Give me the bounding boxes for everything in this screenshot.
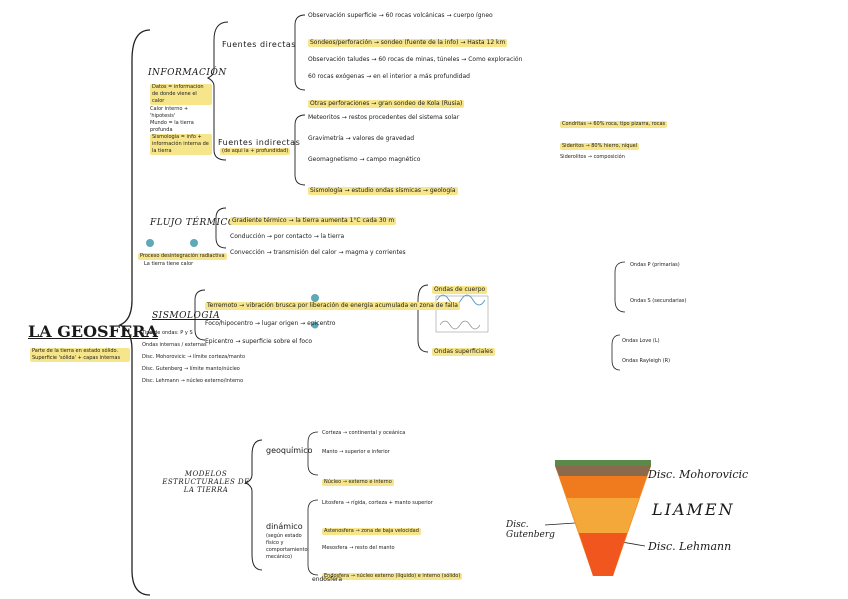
fuentes-directas-label: Fuentes directas	[222, 40, 296, 49]
geo-item: Manto → superior e inferior	[322, 449, 390, 455]
flujo-item: Gradiente térmico → la tierra aumenta 1°…	[230, 217, 397, 225]
direct-item: Otras perforaciones → gran sondeo de Kol…	[308, 100, 465, 108]
flujo-note: Proceso desintegración radiactiva	[138, 253, 227, 260]
ondas-superficiales: Ondas superficiales	[432, 348, 495, 356]
geoquimico-label: geoquímico	[266, 446, 313, 455]
section-flujo-label: FLUJO TÉRMICO	[150, 218, 236, 228]
indirect-item: Sismología → estudio ondas sísmicas → ge…	[308, 187, 458, 195]
label-disc-moho: Disc. Mohorovicic	[648, 468, 749, 481]
info-note: Datos = informacion de donde viene el ca…	[150, 84, 212, 105]
label-disc-lehmann: Disc. Lehmann	[648, 540, 732, 553]
indirect-item: Geomagnetismo → campo magnético	[308, 156, 421, 163]
din-item: Mesosfera → resto del manto	[322, 545, 395, 551]
sismo-note: Disc. Lehmann → núcleo externo/interno	[142, 378, 244, 384]
direct-items: Observación superficie → 60 rocas volcán…	[308, 12, 522, 109]
din-item: Litosfera → rígida, corteza + manto supe…	[322, 500, 433, 506]
sismo-note: Disc. Mohorovicic → límite corteza/manto	[142, 354, 246, 360]
direct-item: Observación superficie → 60 rocas volcán…	[308, 12, 493, 19]
indirect-item: Gravimetría → valores de gravedad	[308, 135, 415, 142]
section-sismologia-label: SISMOLOGÍA	[152, 311, 221, 321]
flujo-items: Gradiente térmico → la tierra aumenta 1°…	[230, 207, 406, 257]
page-subtitle: Parte de la tierra en estado sólido. Sup…	[30, 348, 130, 362]
info-notes: Datos = informacion de donde viene el ca…	[150, 84, 212, 155]
fuentes-indirectas-sublabel: (de aqui la + profundidad)	[220, 148, 291, 155]
direct-item: Sondeos/perforación → sondeo (fuente de …	[308, 39, 508, 47]
earth-cross-section-illustration	[555, 458, 651, 578]
geo-item: Corteza → continental y oceánica	[322, 430, 406, 436]
sismo-items: Terremoto → vibración brusca por liberac…	[205, 292, 460, 346]
label-limen: LIAMEN	[652, 500, 735, 519]
din-items: Litosfera → rígida, corteza + manto supe…	[322, 500, 463, 581]
meteorito-type: Condritas → 60% roca, tipo pizarra, roca…	[560, 121, 668, 128]
meteorito-type: Sideritos → 80% hierro, níquel	[560, 143, 640, 150]
geo-item: Núcleo → externo e interno	[322, 479, 394, 486]
info-note: Sismologia = info + información interna …	[150, 134, 212, 155]
indirect-items: Meteoritos → restos procedentes del sist…	[308, 114, 459, 196]
ondas-s: Ondas S (secundarias)	[630, 298, 687, 304]
flujo-item: Convección → transmisión del calor → mag…	[230, 249, 406, 256]
ondas-rayleigh: Ondas Rayleigh (R)	[622, 358, 671, 364]
meteoritos-types: Condritas → 60% roca, tipo pizarra, roca…	[560, 110, 668, 161]
section-modelos-label: MODELOS ESTRUCTURALES DE LA TIERRA	[162, 470, 250, 494]
meteorito-type: Siderolitos → composición	[560, 154, 625, 160]
ondas-p: Ondas P (primarias)	[630, 262, 680, 268]
sismo-left-notes: Tipo de ondas: P y S Ondas internas / ex…	[142, 330, 245, 385]
sismo-note: Disc. Gutenberg → límite manto/núcleo	[142, 366, 240, 372]
dinamico-sublabel: (según estado físico y comportamiento me…	[266, 533, 308, 560]
page-title: LA GEOSFERA	[28, 322, 158, 341]
flujo-note: La tierra tiene calor	[144, 261, 194, 267]
indirect-item: Meteoritos → restos procedentes del sist…	[308, 114, 460, 121]
ondas-cuerpo: Ondas de cuerpo	[432, 286, 488, 294]
endosfera-footer: endosfera	[312, 576, 343, 583]
direct-item: Observación taludes → 60 rocas de minas,…	[308, 56, 523, 63]
fuentes-indirectas-label: Fuentes indirectas	[218, 138, 301, 147]
label-disc-gutenberg: Disc. Gutenberg	[506, 520, 555, 540]
din-item: Astenosfera → zona de baja velocidad	[322, 528, 421, 535]
sismo-item: Terremoto → vibración brusca por liberac…	[205, 302, 460, 310]
sismo-item: Foco/hipocentro → lugar origen → epicent…	[205, 320, 336, 327]
sismo-note: Ondas internas / externas	[142, 342, 207, 348]
info-note: Calor interno + 'hipotesis'	[150, 106, 189, 119]
direct-item: 60 rocas exógenas → en el interior a más…	[308, 73, 470, 80]
section-informacion-label: INFORMACIÓN	[148, 68, 227, 78]
ondas-love: Ondas Love (L)	[622, 338, 660, 344]
sismo-item: Epicentro → superficie sobre el foco	[205, 338, 313, 345]
flujo-item: Conducción → por contacto → la tierra	[230, 233, 345, 240]
sismo-note: Tipo de ondas: P y S	[142, 330, 193, 336]
info-note: Mundo = la tierra profunda	[150, 120, 194, 133]
din-item: Endosfera → núcleo externo (líquido) e i…	[322, 573, 463, 580]
geo-items: Corteza → continental y oceánica Manto →…	[322, 430, 405, 487]
dinamico-label: dinámico	[266, 522, 303, 531]
